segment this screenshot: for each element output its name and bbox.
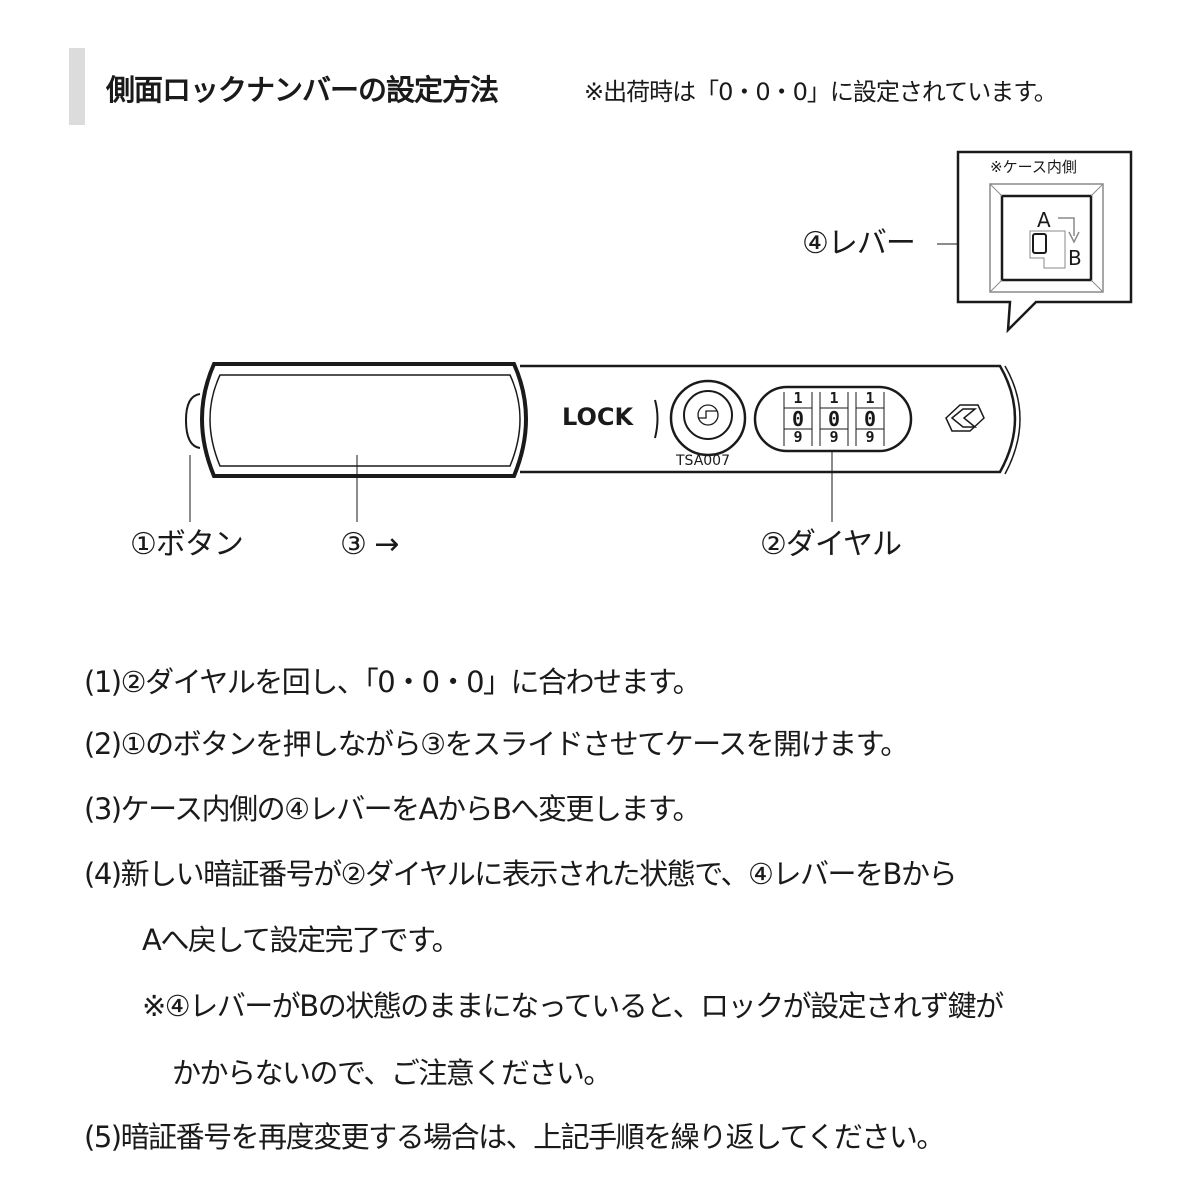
dial-1-top: 1 bbox=[793, 389, 803, 407]
combination-dial-housing bbox=[753, 385, 913, 453]
tsa-key-label: TSA007 bbox=[676, 453, 730, 469]
callout-lever: ④レバー bbox=[802, 226, 916, 261]
lock-diagram bbox=[184, 150, 1133, 522]
dial-3-top: 1 bbox=[865, 389, 875, 407]
lever-switch-icon bbox=[1032, 233, 1047, 254]
callout-slider: ③ → bbox=[340, 527, 400, 562]
callout-dial: ②ダイヤル bbox=[760, 527, 902, 562]
dial-3-bottom: 9 bbox=[865, 428, 875, 446]
inset-title: ※ケース内側 bbox=[990, 158, 1077, 176]
step-4-warning: ※④レバーがBの状態のままになっていると、ロックが設定されず鍵が bbox=[142, 989, 1004, 1023]
inset-case-interior bbox=[956, 150, 1133, 334]
step-4: (4)新しい暗証番号が②ダイヤルに表示された状態で、④レバーをBから bbox=[84, 857, 957, 891]
dial-1-current[interactable]: 0 bbox=[791, 407, 805, 431]
step-3: (3)ケース内側の④レバーをAからBへ変更します。 bbox=[84, 792, 701, 826]
lever-position-b: B bbox=[1068, 246, 1082, 270]
lever-position-a: A bbox=[1037, 208, 1051, 232]
dial-2-bottom: 9 bbox=[829, 428, 839, 446]
dial-3-current[interactable]: 0 bbox=[863, 407, 877, 431]
dial-2-current[interactable]: 0 bbox=[827, 407, 841, 431]
dial-2-top: 1 bbox=[829, 389, 839, 407]
tsa-lock-icon bbox=[945, 404, 985, 432]
step-4-continued: Aへ戻して設定完了です。 bbox=[142, 923, 461, 957]
step-2: (2)①のボタンを押しながら③をスライドさせてケースを開けます。 bbox=[84, 727, 909, 761]
header-accent-bar bbox=[69, 48, 85, 125]
step-5: (5)暗証番号を再度変更する場合は、上記手順を繰り返してください。 bbox=[84, 1120, 945, 1154]
step-4-warning-continued: かからないので、ご注意ください。 bbox=[172, 1056, 612, 1090]
callout-button: ①ボタン bbox=[130, 527, 244, 562]
factory-default-note: ※出荷時は「0・0・0」に設定されています。 bbox=[584, 78, 1058, 106]
lock-label: LOCK bbox=[562, 403, 634, 431]
page-title: 側面ロックナンバーの設定方法 bbox=[106, 73, 499, 107]
step-1: (1)②ダイヤルを回し、「0・0・0」に合わせます。 bbox=[84, 665, 702, 699]
key-cylinder-icon bbox=[669, 379, 747, 457]
dial-1-bottom: 9 bbox=[793, 428, 803, 446]
